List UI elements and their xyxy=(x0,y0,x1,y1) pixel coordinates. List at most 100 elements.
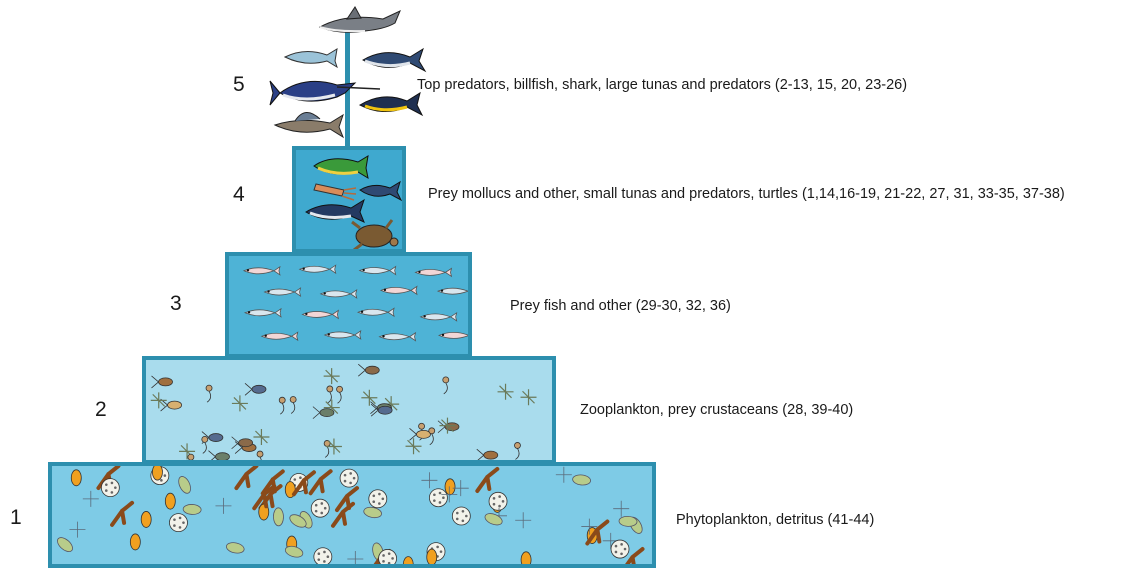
crab-larva-icon xyxy=(521,389,537,405)
copepod-icon xyxy=(313,407,334,419)
dinoflagellate-icon xyxy=(236,466,256,488)
crab-larva-icon xyxy=(439,418,455,434)
phytoplankton-cell-icon xyxy=(421,472,437,488)
zooplankton-icon xyxy=(443,377,449,394)
phytoplankton-cell-icon xyxy=(453,480,469,496)
diatom-icon xyxy=(101,479,119,497)
small-fish-icon xyxy=(325,331,361,339)
phytoplankton-cell-icon xyxy=(130,534,140,550)
level-3-description: Prey fish and other (29-30, 32, 36) xyxy=(510,298,731,314)
tier-2-box xyxy=(142,356,556,464)
small-fish-icon xyxy=(262,332,298,340)
level-1-description: Phytoplankton, detritus (41-44) xyxy=(676,512,874,528)
phytoplankton-cell-icon xyxy=(225,541,245,555)
marlin-icon xyxy=(270,81,380,105)
copepod-icon xyxy=(358,364,379,376)
small-fish-icon xyxy=(265,288,301,296)
phytoplankton-cell-icon xyxy=(556,467,572,483)
small-fish-icon xyxy=(381,286,417,294)
mahi-mahi-icon xyxy=(314,156,368,178)
tier-3-species xyxy=(229,256,472,358)
small-fish-icon xyxy=(421,313,457,321)
small-fish-icon xyxy=(380,333,416,341)
level-5-description: Top predators, billfish, shark, large tu… xyxy=(417,77,907,93)
squid-icon xyxy=(314,184,356,200)
tuna-icon xyxy=(285,49,337,67)
phytoplankton-cell-icon xyxy=(176,475,193,496)
level-3-number: 3 xyxy=(170,292,182,316)
zooplankton-icon xyxy=(337,386,343,403)
diatom-icon xyxy=(489,492,507,510)
level-2-description: Zooplankton, prey crustaceans (28, 39-40… xyxy=(580,402,853,418)
phytoplankton-cell-icon xyxy=(445,479,455,495)
copepod-icon xyxy=(245,383,266,395)
small-fish-icon xyxy=(360,267,396,275)
phytoplankton-cell-icon xyxy=(521,552,531,568)
diatom-icon xyxy=(340,469,358,487)
tier-5-predators xyxy=(265,5,445,150)
crab-larva-icon xyxy=(406,438,422,454)
phytoplankton-cell-icon xyxy=(403,557,413,568)
sailfish-icon xyxy=(275,112,343,137)
tier-4-box xyxy=(292,146,406,253)
phytoplankton-cell-icon xyxy=(55,535,75,554)
small-fish-icon xyxy=(244,267,280,275)
small-fish-icon xyxy=(321,290,357,298)
phytoplankton-cell-icon xyxy=(165,493,175,509)
copepod-icon xyxy=(477,449,498,461)
zooplankton-icon xyxy=(290,397,296,414)
tier-2-species xyxy=(146,360,556,464)
shark-icon xyxy=(320,7,400,32)
phytoplankton-cell-icon xyxy=(69,522,85,538)
crab-larva-icon xyxy=(361,390,377,406)
phytoplankton-cell-icon xyxy=(141,511,151,527)
dinoflagellate-icon xyxy=(477,469,497,491)
crab-larva-icon xyxy=(498,384,514,400)
diatom-icon xyxy=(314,548,332,566)
dinoflagellate-icon xyxy=(112,503,132,525)
zooplankton-icon xyxy=(324,440,330,457)
dinoflagellate-icon xyxy=(337,488,357,510)
small-fish-icon xyxy=(415,268,451,276)
phytoplankton-cell-icon xyxy=(152,466,162,480)
phytoplankton-cell-icon xyxy=(273,508,283,526)
level-2-number: 2 xyxy=(95,398,107,422)
phytoplankton-cell-icon xyxy=(215,498,231,514)
copepod-icon xyxy=(152,376,173,388)
crab-larva-icon xyxy=(232,395,248,411)
phytoplankton-cell-icon xyxy=(483,511,503,527)
phytoplankton-cell-icon xyxy=(613,501,629,517)
tuna-icon xyxy=(360,182,401,200)
tier-4-species xyxy=(296,150,406,253)
diatom-icon xyxy=(311,499,329,517)
zooplankton-icon xyxy=(202,436,208,453)
diatom-icon xyxy=(169,514,187,532)
level-1-number: 1 xyxy=(10,506,22,530)
small-fish-icon xyxy=(300,265,336,273)
tier-1-box xyxy=(48,462,656,568)
small-fish-icon xyxy=(439,331,472,339)
diatom-icon xyxy=(452,507,470,525)
phytoplankton-cell-icon xyxy=(83,491,99,507)
small-fish-icon xyxy=(438,287,472,295)
phytoplankton-cell-icon xyxy=(515,512,531,528)
zooplankton-icon xyxy=(279,397,285,414)
copepod-icon xyxy=(409,428,430,440)
crab-larva-icon xyxy=(253,429,269,445)
phytoplankton-cell-icon xyxy=(572,474,591,486)
yellowfin-tuna-icon xyxy=(360,93,422,115)
dinoflagellate-icon xyxy=(263,471,283,493)
diatom-icon xyxy=(369,490,387,508)
crab-larva-icon xyxy=(151,392,167,408)
tier-1-species xyxy=(52,466,656,568)
small-fish-icon xyxy=(302,310,338,318)
turtle-icon xyxy=(352,220,398,250)
zooplankton-icon xyxy=(206,385,212,402)
level-5-number: 5 xyxy=(233,73,245,97)
level-4-description: Prey mollucs and other, small tunas and … xyxy=(428,186,1065,202)
crab-larva-icon xyxy=(324,368,340,384)
diatom-icon xyxy=(429,489,447,507)
phytoplankton-cell-icon xyxy=(71,470,81,486)
small-fish-icon xyxy=(245,309,281,317)
zooplankton-icon xyxy=(514,442,520,459)
